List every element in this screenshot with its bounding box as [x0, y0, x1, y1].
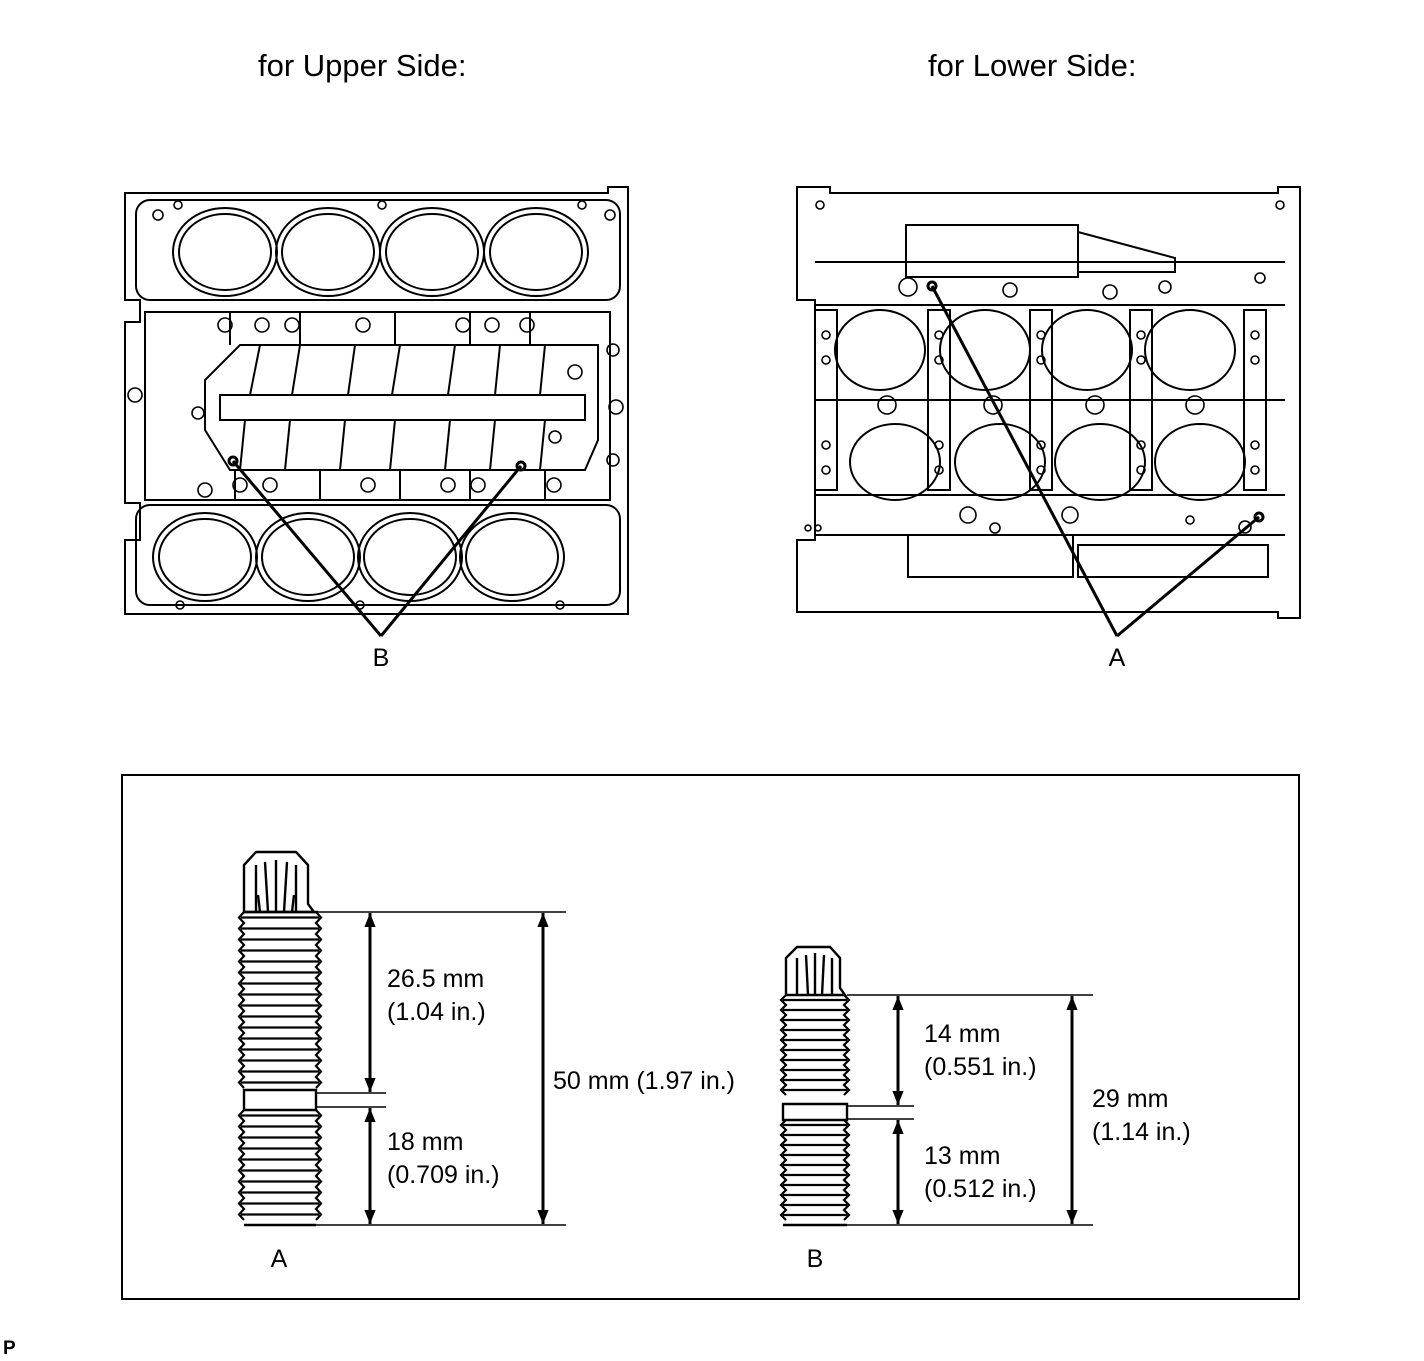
- stud-b-threads: [779, 994, 851, 1221]
- thread-profile: [779, 994, 788, 1096]
- stud-b-upper-length-in: (0.551 in.): [924, 1053, 1037, 1081]
- thread-profile: [779, 1119, 788, 1221]
- stud-b-total-length-in: (1.14 in.): [1092, 1118, 1191, 1146]
- thread-profile: [314, 1109, 323, 1221]
- thread-profile: [842, 1119, 851, 1221]
- stud-a-threads: [237, 911, 323, 1221]
- thread-profile: [842, 994, 851, 1096]
- thread-profile: [314, 911, 323, 1089]
- lower-side-engine-block: [796, 186, 1301, 619]
- stud-b-dimensions: [847, 994, 1093, 1226]
- stud-a-total-length: 50 mm (1.97 in.): [553, 1067, 735, 1095]
- stud-b-upper-length-mm: 14 mm: [924, 1020, 1000, 1048]
- stud-a-dimensions: [316, 911, 566, 1226]
- lower-side-title: for Lower Side:: [928, 48, 1137, 83]
- stud-a-upper-length-mm: 26.5 mm: [387, 965, 484, 993]
- thread-profile: [237, 911, 246, 1089]
- figure-code: P: [3, 1338, 16, 1359]
- stud-a-lower-length-in: (0.709 in.): [387, 1161, 500, 1189]
- stud-a-lower-length-mm: 18 mm: [387, 1128, 463, 1156]
- stud-b-label: B: [807, 1245, 824, 1273]
- stud-bolt-b: [781, 945, 849, 1227]
- upper-callout-label: B: [373, 644, 390, 672]
- upper-side-title: for Upper Side:: [258, 48, 467, 83]
- stud-b-lower-length-in: (0.512 in.): [924, 1175, 1037, 1203]
- upper-side-engine-block: [124, 186, 629, 615]
- stud-b-lower-length-mm: 13 mm: [924, 1142, 1000, 1170]
- stud-a-label: A: [271, 1245, 288, 1273]
- stud-b-total-length-mm: 29 mm: [1092, 1085, 1168, 1113]
- lower-callout-leader: [930, 285, 1260, 638]
- stud-bolt-a: [242, 850, 318, 1227]
- lower-callout-label: A: [1109, 644, 1126, 672]
- upper-callout-leader: [231, 460, 523, 637]
- thread-profile: [237, 1109, 246, 1221]
- stud-detail-frame: [121, 774, 1300, 1300]
- stud-a-upper-length-in: (1.04 in.): [387, 998, 486, 1026]
